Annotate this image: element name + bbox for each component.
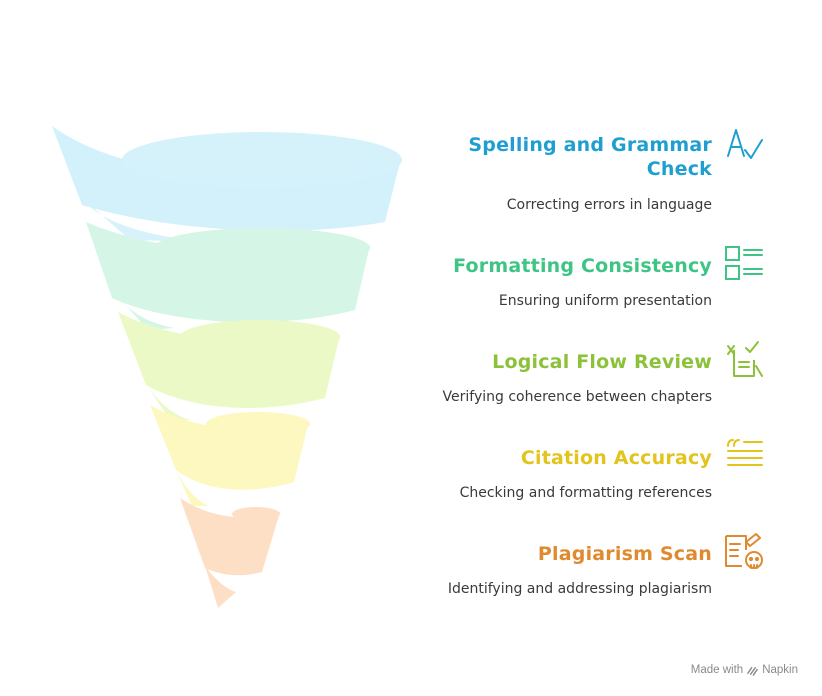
step-3-title: Logical Flow Review — [492, 351, 712, 373]
footer-watermark: Made with Napkin — [691, 664, 798, 676]
step-4: Citation Accuracy — [521, 446, 712, 470]
napkin-logo-icon — [747, 666, 759, 676]
step-2: Formatting Consistency — [453, 254, 712, 278]
spellcheck-icon — [727, 129, 763, 159]
funnel-layer-4 — [150, 405, 310, 506]
step-1-title: Spelling and Grammar Check — [468, 134, 712, 180]
step-5-title: Plagiarism Scan — [537, 543, 712, 565]
step-2-description: Ensuring uniform presentation — [498, 293, 712, 309]
step-1-description: Correcting errors in language — [506, 197, 712, 213]
step-5: Plagiarism Scan — [538, 542, 712, 566]
funnel-layer-1 — [52, 126, 402, 242]
funnel-layer-2 — [86, 222, 370, 330]
quote-icon — [727, 439, 763, 466]
step-1: Spelling and Grammar Check — [452, 133, 712, 181]
document-review-icon — [727, 341, 763, 377]
step-5-description: Identifying and addressing plagiarism — [447, 581, 712, 597]
step-3: Logical Flow Review — [492, 350, 712, 374]
plagiarism-icon — [725, 533, 763, 569]
step-3-description: Verifying coherence between chapters — [442, 389, 712, 405]
step-4-title: Citation Accuracy — [520, 447, 712, 469]
footer-brand: Napkin — [762, 664, 798, 676]
checklist-icon — [725, 246, 763, 280]
step-2-title: Formatting Consistency — [453, 255, 712, 277]
funnel-layer-5 — [180, 498, 280, 608]
step-4-description: Checking and formatting references — [459, 485, 712, 501]
footer-made-with: Made with — [690, 664, 744, 676]
funnel-layer-3 — [118, 312, 340, 420]
